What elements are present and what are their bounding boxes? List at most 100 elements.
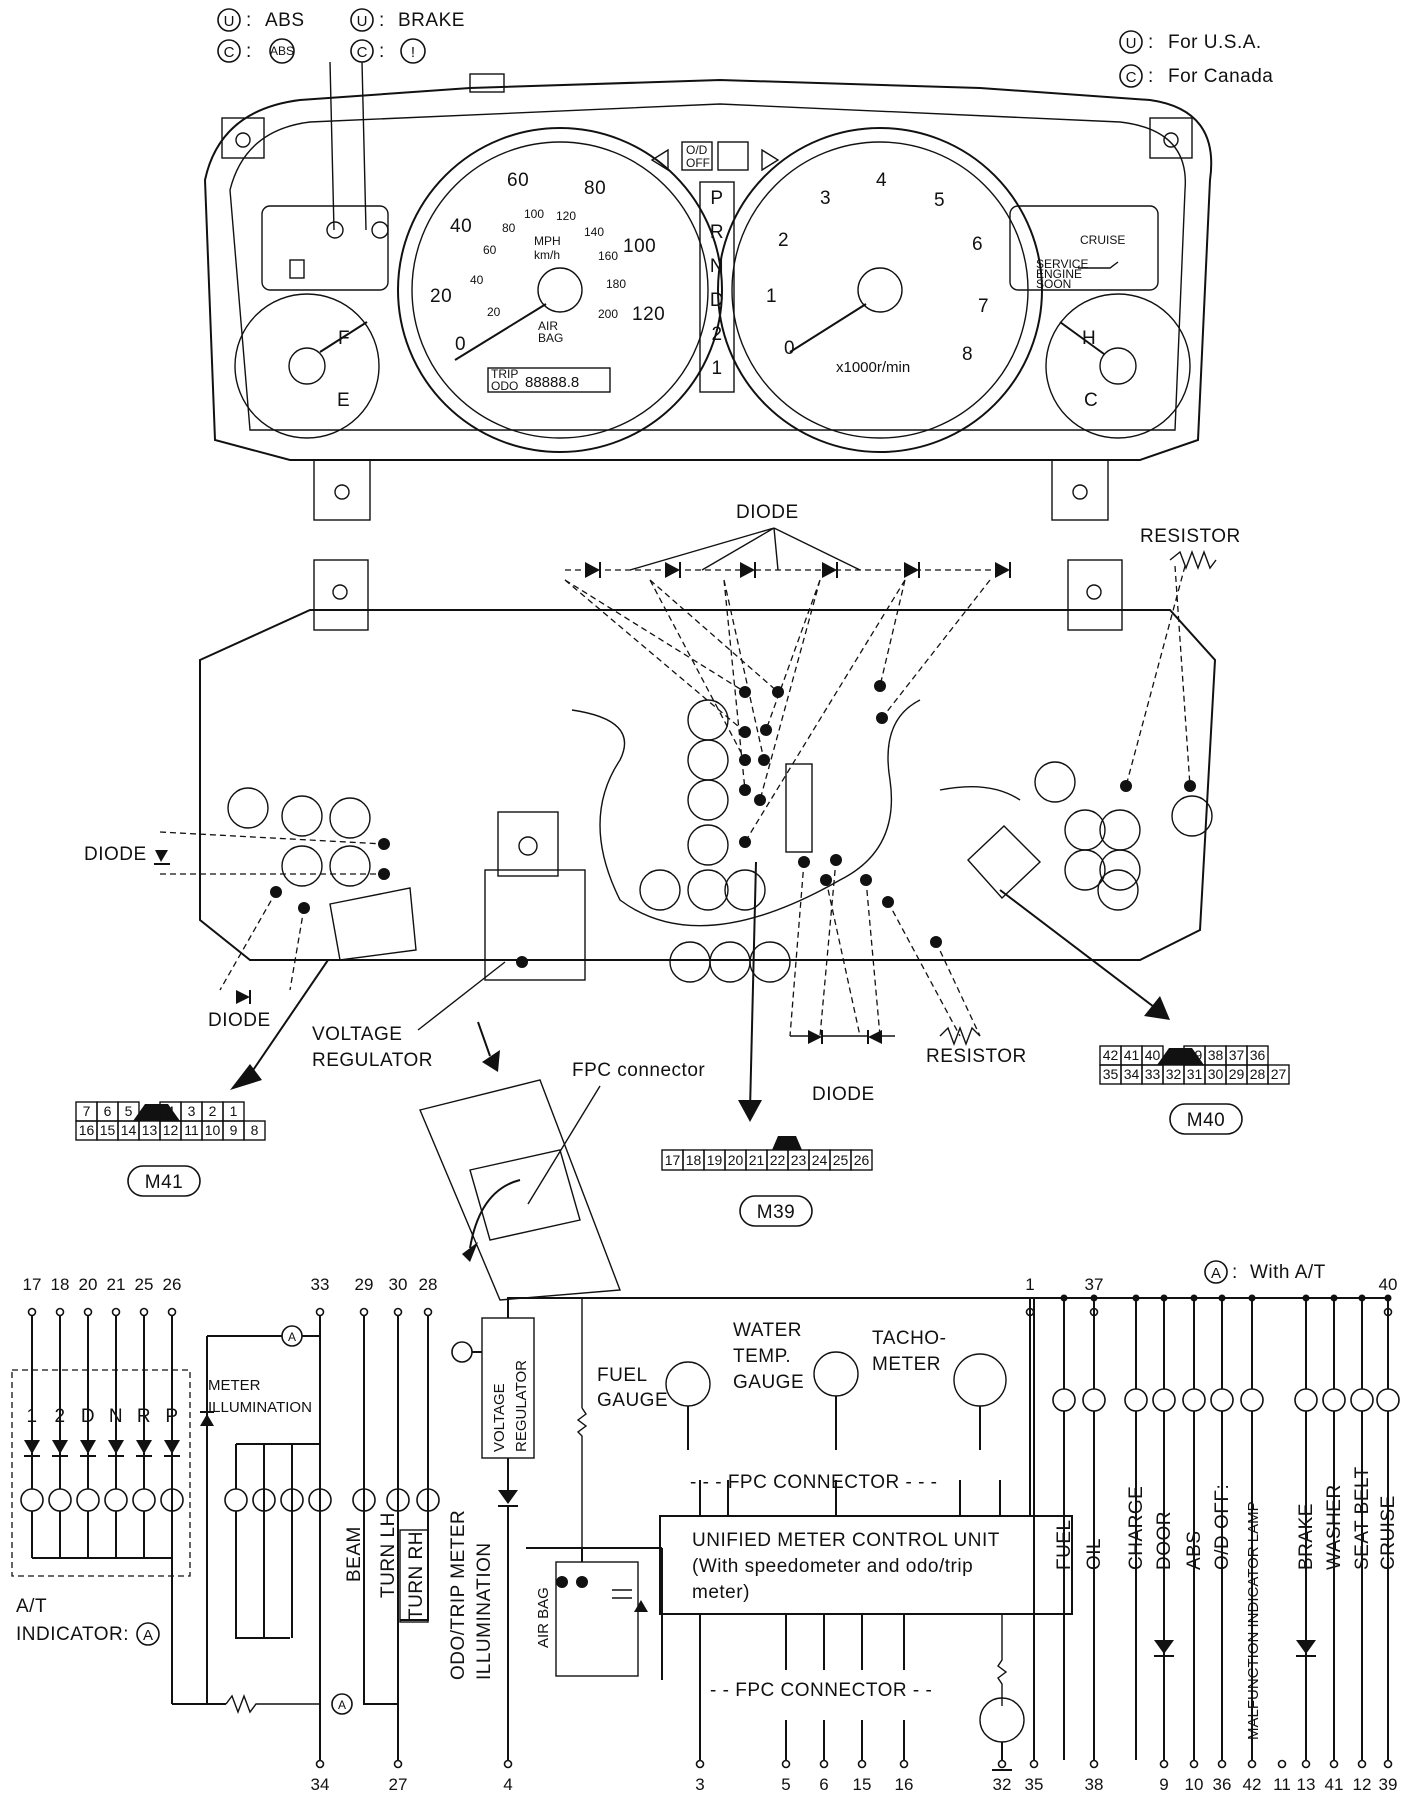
legend-abs-label: ABS bbox=[265, 10, 305, 31]
fuel-gauge-line2: GAUGE bbox=[597, 1390, 668, 1411]
m41-pin-top-5: 3 bbox=[188, 1103, 196, 1119]
m39-pin-7: 24 bbox=[812, 1152, 828, 1168]
meter-illumination-line1: METER bbox=[208, 1377, 261, 1394]
m41-pin-top-6: 2 bbox=[209, 1103, 217, 1119]
warning-lamp-bulb-icon bbox=[1376, 1388, 1400, 1412]
m40-pin-top-2: 40 bbox=[1145, 1047, 1161, 1063]
gear-1: 1 bbox=[711, 358, 722, 379]
resistor-top-label: RESISTOR bbox=[1140, 526, 1241, 547]
m40-pin-top-5: 38 bbox=[1208, 1047, 1224, 1063]
svg-text::: : bbox=[379, 41, 385, 62]
m41-cavity bbox=[243, 1120, 266, 1141]
at-lamp-bulb-icon bbox=[48, 1488, 72, 1512]
water-temp-line3: GAUGE bbox=[733, 1372, 804, 1393]
m41-pin-top-4: 4 bbox=[167, 1103, 175, 1119]
tacho-4: 4 bbox=[876, 170, 887, 191]
m40-pin-bottom-7: 28 bbox=[1250, 1066, 1266, 1082]
at-diode-icon bbox=[136, 1440, 152, 1454]
abs-lamp-icon bbox=[326, 221, 344, 239]
m40-pin-bottom-8: 27 bbox=[1271, 1066, 1287, 1082]
odometer-display bbox=[487, 367, 611, 393]
m40-pin-bottom-0: 35 bbox=[1103, 1066, 1119, 1082]
warning-lamp-bulb-icon bbox=[1124, 1388, 1148, 1412]
tacho-line1: TACHO- bbox=[872, 1328, 946, 1349]
mount-tab-top-left bbox=[221, 117, 265, 159]
m40-tag bbox=[1169, 1103, 1243, 1135]
m41-pin-bottom-2: 14 bbox=[121, 1122, 137, 1138]
tacho-5: 5 bbox=[934, 190, 945, 211]
temp-cold-label: C bbox=[1084, 390, 1098, 411]
warning-lamp-bulb-icon bbox=[1182, 1388, 1206, 1412]
at-lamp-bulb-icon bbox=[132, 1488, 156, 1512]
kmh-40: 40 bbox=[470, 273, 484, 287]
bottom-pin-32: 32 bbox=[993, 1775, 1012, 1794]
bottom-pin-41: 41 bbox=[1325, 1775, 1344, 1794]
temp-hot-label: H bbox=[1082, 328, 1096, 349]
m39-pin-0: 17 bbox=[665, 1152, 681, 1168]
turn-lh-label: TURN LH bbox=[378, 1512, 399, 1598]
tacho-6: 6 bbox=[972, 234, 983, 255]
diode-bottom-left-label: DIODE bbox=[208, 1010, 271, 1031]
bottom-pin-35: 35 bbox=[1025, 1775, 1044, 1794]
at-diode-icon bbox=[52, 1440, 68, 1454]
airbag-label-2: BAG bbox=[538, 331, 563, 345]
at-diode-icon bbox=[24, 1440, 40, 1454]
warning-lamp-label-0: FUEL bbox=[1054, 1519, 1075, 1570]
temperature-gauge bbox=[1045, 293, 1191, 439]
m41-pin-bottom-7: 9 bbox=[230, 1122, 238, 1138]
kmh-140: 140 bbox=[584, 225, 604, 239]
m41-pin-bottom-6: 10 bbox=[205, 1122, 221, 1138]
svg-text:!: ! bbox=[411, 44, 415, 61]
m40-pin-bottom-5: 30 bbox=[1208, 1066, 1224, 1082]
with-at-label: With A/T bbox=[1250, 1262, 1326, 1283]
warning-panel-left bbox=[261, 205, 389, 291]
odo-value: 88888.8 bbox=[525, 374, 579, 391]
m39-pin-2: 19 bbox=[707, 1152, 723, 1168]
legend-code-c-2: C bbox=[357, 44, 368, 61]
m40-pin-bottom-3: 32 bbox=[1166, 1066, 1182, 1082]
at-indicator-line1: A/T bbox=[16, 1596, 47, 1617]
m39-name: M39 bbox=[757, 1202, 795, 1223]
at-lamp-bulb-icon bbox=[20, 1488, 44, 1512]
speed-0: 0 bbox=[455, 334, 466, 355]
at-lamp-bulb-icon bbox=[76, 1488, 100, 1512]
vr-line1: VOLTAGE bbox=[491, 1383, 508, 1452]
gear-indicator bbox=[699, 181, 735, 393]
top-resistor-symbol bbox=[1169, 550, 1217, 570]
od-off-line2: OFF bbox=[686, 156, 710, 170]
m41-pin-bottom-3: 13 bbox=[142, 1122, 158, 1138]
trip-label: TRIP bbox=[491, 367, 518, 381]
kmh-180: 180 bbox=[606, 277, 626, 291]
tacho-3: 3 bbox=[820, 188, 831, 209]
kmh-160: 160 bbox=[598, 249, 618, 263]
tachometer: 0 1 2 3 4 5 6 7 8 x1000r/min bbox=[717, 127, 1043, 453]
m41-pin-bottom-4: 12 bbox=[163, 1122, 179, 1138]
warning-lamp-label-9: SEAT BELT bbox=[1352, 1466, 1373, 1570]
tacho-0: 0 bbox=[784, 338, 795, 359]
speed-100: 100 bbox=[623, 236, 656, 257]
fpc-strip bbox=[785, 763, 813, 853]
meter-illumination-line2: ILLUMINATION bbox=[208, 1399, 312, 1416]
fpc-connector-upper: - - - FPC CONNECTOR - - - bbox=[690, 1472, 938, 1493]
m40-pin-bottom-1: 34 bbox=[1124, 1066, 1140, 1082]
warning-lamp-label-5: O/D OFF: bbox=[1212, 1484, 1233, 1570]
rear-housing bbox=[199, 609, 1217, 961]
odo-trip-line1: ODO/TRIP METER bbox=[448, 1510, 469, 1680]
cluster-front-view: F E 0 20 40 60 80 100 120 20 40 60 80 10… bbox=[203, 61, 1213, 521]
m41-pin-bottom-5: 11 bbox=[184, 1122, 199, 1138]
m40-pin-top-7: 36 bbox=[1250, 1047, 1266, 1063]
top-pin-18: 18 bbox=[51, 1275, 70, 1294]
wire-harness bbox=[571, 699, 921, 927]
bottom-pin-10: 10 bbox=[1185, 1775, 1204, 1794]
bottom-pin-6: 6 bbox=[819, 1775, 828, 1794]
ses-line2: ENGINE bbox=[1036, 267, 1082, 281]
m39-pin-1: 18 bbox=[686, 1152, 702, 1168]
tacho-1: 1 bbox=[766, 286, 777, 307]
legend-code-u-2: U bbox=[357, 13, 368, 30]
turn-right-arrow-icon bbox=[761, 148, 780, 172]
bottom-pin-27: 27 bbox=[389, 1775, 408, 1794]
cluster-rear-view bbox=[154, 527, 1217, 1122]
